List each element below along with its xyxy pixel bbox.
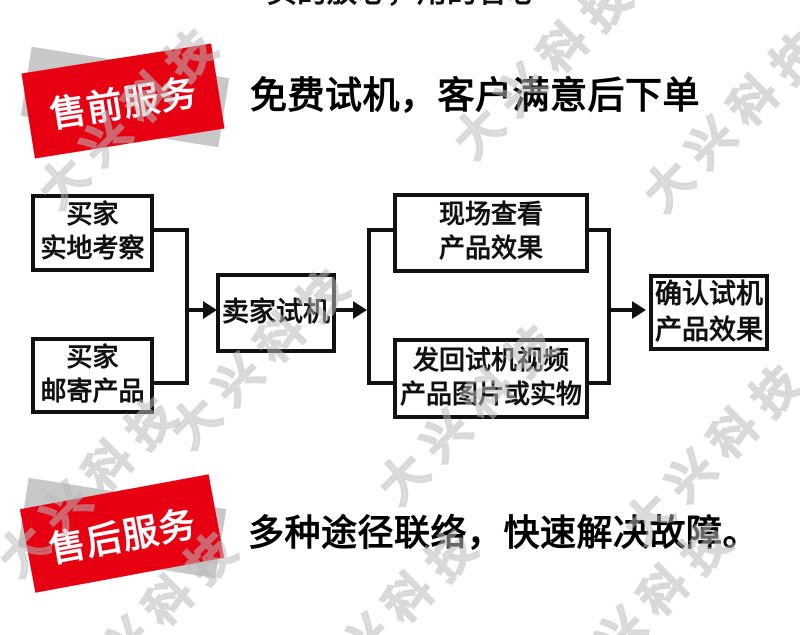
flow-box-line: 实地考察 (40, 234, 145, 264)
page-title-clipped: 买的放心，用的省心 (267, 0, 537, 8)
connector-line (369, 381, 394, 385)
aftersale-badge-label: 售后服务 (46, 503, 200, 571)
connector-line (152, 381, 188, 385)
connector-line (187, 308, 204, 312)
arrow-right-icon (203, 301, 217, 319)
connector-line (367, 228, 371, 385)
flow-box-onsite-view-result: 现场查看 产品效果 (393, 193, 589, 273)
presale-badge-label: 售前服务 (47, 72, 200, 137)
flow-box-line: 邮寄产品 (40, 376, 145, 407)
aftersale-headline: 多种途径联络，快速解决故障。 (248, 513, 760, 554)
flow-box-line: 买家 (66, 342, 119, 373)
flow-box-send-back-evidence: 发回试机视频 产品图片或实物 (393, 338, 589, 419)
flow-box-line: 确认试机 (655, 279, 763, 311)
flow-box-line: 产品效果 (655, 314, 763, 346)
flow-box-buyer-mail-product: 买家 邮寄产品 (31, 337, 154, 414)
flow-box-line: 现场查看 (438, 200, 543, 231)
flow-box-line: 买家 (66, 200, 119, 231)
connector-line (607, 228, 611, 385)
flow-box-line: 产品效果 (438, 234, 543, 264)
connector-line (152, 228, 188, 232)
connector-line (336, 308, 354, 312)
flow-box-line: 产品图片或实物 (399, 379, 582, 410)
arrow-right-icon (632, 301, 646, 319)
connector-line (588, 381, 611, 385)
arrow-right-icon (353, 301, 367, 319)
flow-box-line: 卖家试机 (222, 297, 330, 329)
flow-box-line: 发回试机视频 (412, 345, 569, 376)
connector-line (369, 228, 394, 232)
connector-line (185, 228, 189, 385)
connector-line (588, 228, 611, 232)
flow-box-buyer-site-visit: 买家 实地考察 (31, 194, 154, 272)
connector-line (609, 308, 633, 312)
presale-headline: 免费试机，客户满意后下单 (250, 74, 700, 117)
flow-box-seller-trial: 卖家试机 (216, 273, 336, 353)
flow-box-confirm-result: 确认试机 产品效果 (649, 274, 769, 351)
